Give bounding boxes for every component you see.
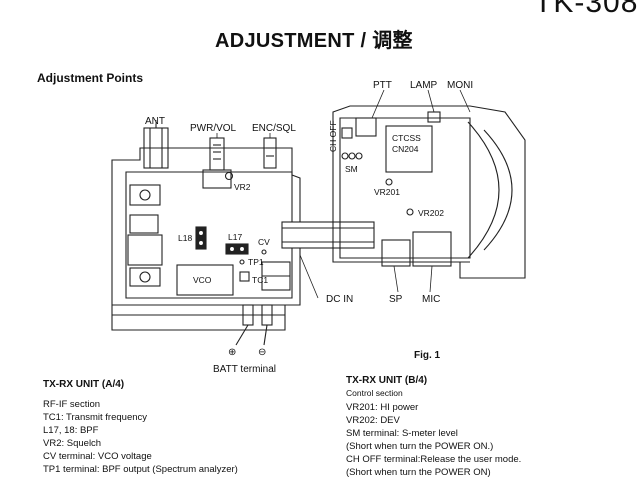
label-tc1: TC1 — [252, 275, 268, 285]
ant-connector — [143, 124, 169, 169]
label-sp: SP — [389, 294, 403, 305]
label-enc-sql: ENC/SQL — [252, 123, 296, 134]
unit-a-board — [111, 147, 301, 346]
label-moni: MONI — [447, 80, 473, 91]
unit-b-line: (Short when turn the POWER ON) — [346, 467, 491, 478]
label-vr2: VR2 — [234, 182, 251, 192]
label-vco: VCO — [193, 275, 212, 285]
label-mic: MIC — [422, 294, 440, 305]
label-l17: L17 — [228, 232, 242, 242]
unit-b-notes: TX-RX UNIT (B/4) Control section VR201: … — [346, 375, 521, 478]
enc-sql-knob — [263, 137, 277, 169]
vr2-icon — [224, 171, 234, 181]
unit-a-line: CV terminal: VCO voltage — [43, 451, 152, 462]
unit-a-line: RF-IF section — [43, 399, 100, 410]
label-tp1: TP1 — [248, 257, 264, 267]
section-heading: Adjustment Points — [37, 71, 144, 85]
l18-coils — [195, 226, 207, 250]
label-lamp: LAMP — [410, 80, 438, 91]
unit-b-title: TX-RX UNIT (B/4) — [346, 375, 427, 386]
label-cn204: CN204 — [392, 144, 419, 154]
vco-box — [176, 264, 234, 296]
flex-cable — [281, 221, 375, 249]
unit-a-line: TC1: Transmit frequency — [43, 412, 147, 423]
unit-b-line: Control section — [346, 388, 403, 398]
unit-a-line: TP1 terminal: BPF output (Spectrum analy… — [43, 464, 238, 475]
unit-b-board — [332, 105, 526, 279]
label-minus: ⊖ — [258, 347, 266, 358]
label-dc-in: DC IN — [326, 294, 353, 305]
label-l18: L18 — [178, 233, 192, 243]
label-ant: ANT — [145, 116, 165, 127]
label-batt-terminal: BATT terminal — [213, 364, 276, 375]
page-title: ADJUSTMENT / 调整 — [215, 30, 413, 52]
unit-b-line: CH OFF terminal:Release the user mode. — [346, 454, 521, 465]
label-vr202: VR202 — [418, 208, 444, 218]
tc1-trimmer — [239, 271, 250, 282]
label-vr201: VR201 — [374, 187, 400, 197]
unit-a-notes: TX-RX UNIT (A/4) RF-IF section TC1: Tran… — [43, 379, 238, 475]
unit-b-line: VR201: HI power — [346, 402, 418, 413]
label-pwr-vol: PWR/VOL — [190, 123, 237, 134]
figure-caption: Fig. 1 — [414, 350, 441, 361]
model-number: TK-308 — [534, 0, 639, 19]
tp1-point — [239, 259, 245, 265]
l17-coils — [225, 243, 249, 255]
unit-a-line: L17, 18: BPF — [43, 425, 99, 436]
leader-lines — [155, 89, 471, 299]
label-sm: SM — [345, 164, 358, 174]
label-ptt: PTT — [373, 80, 392, 91]
label-plus: ⊕ — [228, 347, 236, 358]
pwr-vol-knob — [202, 137, 232, 189]
label-ch-off: CH OFF — [328, 120, 338, 152]
unit-b-line: (Short when turn the POWER ON.) — [346, 441, 493, 452]
unit-a-line: VR2: Squelch — [43, 438, 101, 449]
cv-point — [261, 249, 267, 255]
unit-b-line: SM terminal: S-meter level — [346, 428, 458, 439]
label-ctcss: CTCSS — [392, 133, 421, 143]
unit-b-line: VR202: DEV — [346, 415, 401, 426]
label-cv: CV — [258, 237, 270, 247]
unit-a-title: TX-RX UNIT (A/4) — [43, 379, 124, 390]
